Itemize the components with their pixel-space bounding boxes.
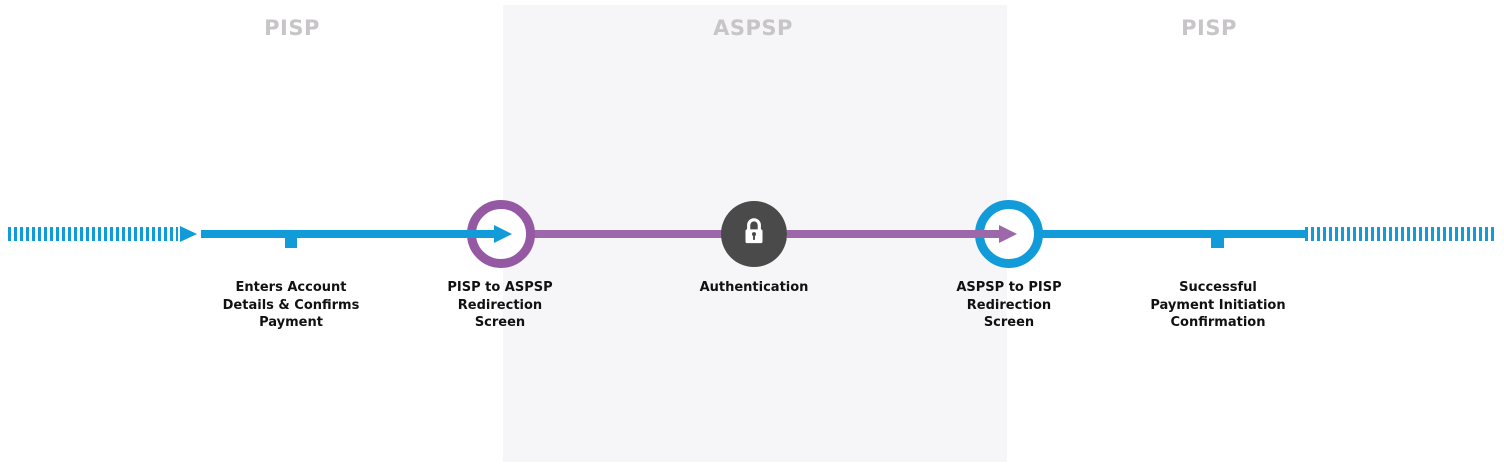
section-header-aspsp: ASPSP: [713, 16, 793, 40]
authentication-node: [721, 201, 787, 267]
flow-arrowhead-left: [180, 226, 197, 242]
section-header-pisp-right: PISP: [1181, 16, 1237, 40]
step-label-successful-payment: Successful Payment Initiation Confirmati…: [1150, 280, 1286, 330]
step-label-enters-account: Enters Account Details & Confirms Paymen…: [222, 280, 360, 330]
step-label-aspsp-to-pisp: ASPSP to PISP Redirection Screen: [956, 280, 1062, 330]
step-tick-confirmation: [1211, 233, 1224, 248]
flow-line-pisp-left: [201, 230, 494, 238]
step-label-pisp-to-aspsp: PISP to ASPSP Redirection Screen: [447, 280, 553, 330]
flow-line-pisp-right: [1041, 230, 1305, 238]
dashed-flow-line-left: [8, 227, 178, 241]
flow-line-aspsp-right: [787, 230, 999, 238]
flow-arrowhead-into-pisp: [999, 225, 1017, 243]
lock-icon: [739, 215, 769, 253]
section-header-pisp-left: PISP: [264, 16, 320, 40]
flow-arrowhead-into-aspsp: [494, 225, 512, 243]
flow-line-aspsp-left: [533, 230, 754, 238]
step-label-authentication: Authentication: [699, 280, 809, 295]
dashed-flow-line-right: [1305, 227, 1497, 241]
